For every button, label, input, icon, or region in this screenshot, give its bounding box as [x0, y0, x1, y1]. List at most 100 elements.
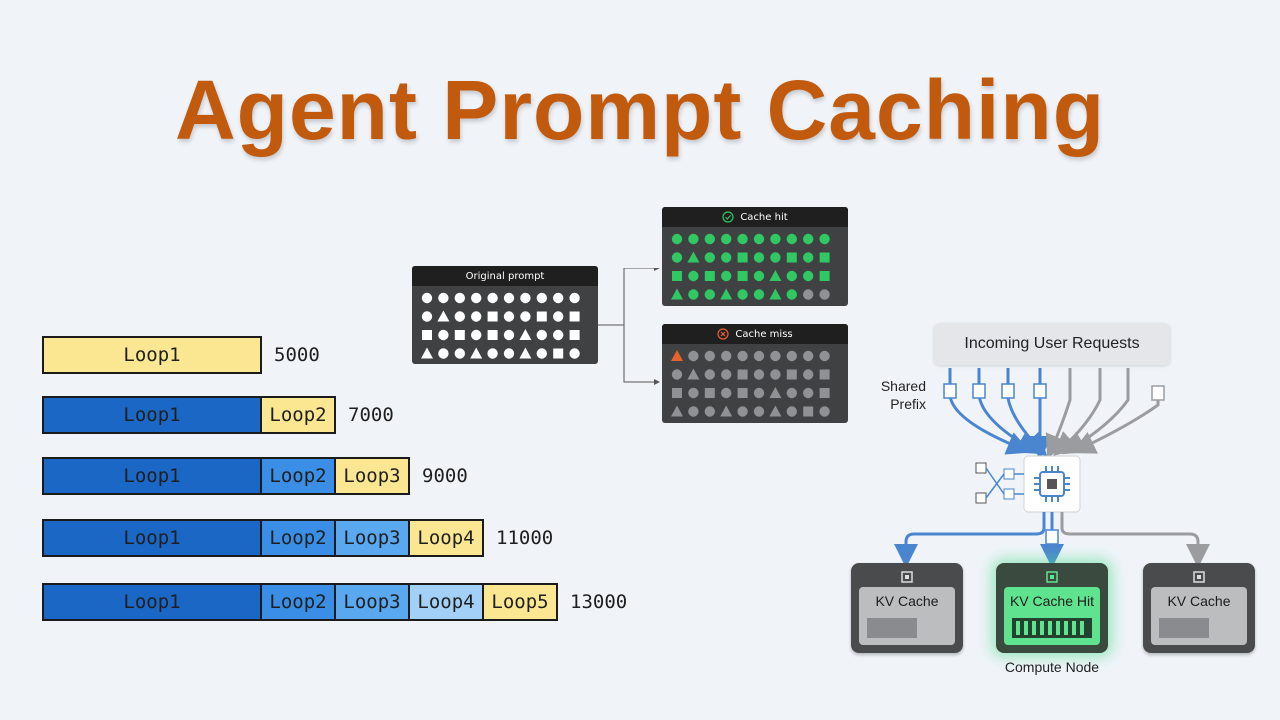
token-circle	[803, 369, 814, 380]
token-circle	[737, 233, 748, 245]
token-circle	[536, 292, 547, 304]
token-circle	[503, 292, 515, 304]
token-square	[704, 271, 715, 281]
token-square	[819, 369, 830, 380]
cache-miss-panel: Cache miss	[662, 324, 848, 423]
token-triangle	[671, 350, 683, 361]
route-arrow	[894, 512, 1046, 568]
token-triangle	[720, 288, 733, 300]
token-circle	[520, 311, 531, 322]
token-circle	[688, 233, 699, 245]
document-icon	[943, 383, 1165, 401]
token-circle	[688, 387, 699, 399]
token-circle	[803, 387, 814, 399]
token-circle	[786, 270, 797, 282]
document-icon	[1045, 529, 1059, 545]
token-triangle	[720, 405, 733, 417]
loop-segment: Loop1	[42, 457, 262, 495]
token-square	[786, 369, 797, 380]
original-prompt-panel: Original prompt	[412, 266, 598, 364]
token-circle	[438, 329, 449, 341]
kv-cache-panel: KV Cache	[1151, 587, 1247, 645]
token-square	[704, 388, 715, 398]
token-circle	[770, 252, 781, 263]
token-circle	[786, 233, 797, 245]
loop-segment: Loop3	[334, 457, 410, 495]
token-square	[672, 388, 682, 398]
token-square	[672, 271, 682, 281]
token-circle	[770, 369, 781, 380]
token-circle	[471, 329, 482, 341]
token-square	[737, 271, 748, 281]
token-circle	[503, 329, 515, 341]
loop-token-total: 11000	[496, 527, 554, 549]
token-circle	[753, 233, 765, 245]
token-square	[819, 271, 830, 281]
token-circle	[721, 233, 732, 245]
shared-prefix-label: Shared Prefix	[880, 378, 926, 412]
loop-segment: Loop1	[42, 519, 262, 557]
token-shape-grid	[671, 350, 830, 417]
token-circle	[704, 252, 715, 263]
request-arrow	[1071, 400, 1160, 454]
loop-segment: Loop3	[334, 583, 410, 621]
token-circle	[438, 292, 449, 304]
token-circle	[704, 233, 715, 245]
loop-segment: Loop2	[260, 519, 336, 557]
token-circle	[721, 350, 732, 362]
kv-cache-bar	[867, 618, 917, 638]
original-prompt-title: Original prompt	[465, 270, 545, 282]
prompt-branch-connector	[598, 268, 660, 385]
kv-cache-hit-bar	[1012, 618, 1092, 638]
compute-node-label: Compute Node	[1004, 659, 1100, 675]
token-circle	[487, 348, 498, 359]
token-circle	[671, 369, 683, 380]
token-square	[454, 330, 465, 340]
request-arrow	[1045, 368, 1072, 460]
token-circle	[704, 406, 715, 417]
token-square	[786, 252, 797, 263]
token-circle	[753, 406, 765, 417]
incoming-requests-box: Incoming User Requests	[934, 323, 1170, 365]
loop-segment: Loop5	[482, 583, 558, 621]
kv-cache-bar	[1159, 618, 1209, 638]
token-circle	[753, 289, 765, 300]
kv-cache-node: KV Cache	[851, 563, 963, 653]
check-circle-icon	[722, 211, 734, 223]
token-circle	[721, 270, 732, 282]
token-triangle	[671, 288, 683, 300]
kv-cache-hit-label: KV Cache Hit	[1009, 593, 1095, 609]
original-prompt-header: Original prompt	[412, 266, 598, 286]
token-triangle	[671, 405, 683, 417]
token-triangle	[421, 347, 433, 359]
token-circle	[421, 292, 433, 304]
token-circle	[704, 350, 715, 362]
cache-hit-header: Cache hit	[662, 207, 848, 227]
token-square	[487, 311, 498, 322]
token-circle	[421, 311, 433, 322]
token-square	[487, 330, 498, 340]
token-circle	[553, 329, 564, 341]
chip-icon	[1046, 571, 1058, 583]
token-circle	[688, 350, 699, 362]
token-circle	[819, 350, 830, 362]
token-square	[553, 348, 564, 359]
route-arrow	[1060, 512, 1210, 568]
token-square	[803, 406, 814, 417]
token-square	[569, 330, 580, 340]
loop-token-total: 7000	[348, 404, 394, 426]
loop-segment: Loop4	[408, 583, 484, 621]
token-circle	[569, 348, 580, 359]
token-circle	[454, 348, 465, 359]
side-routing-icon	[975, 462, 1024, 504]
loop-token-total: 9000	[422, 465, 468, 487]
token-square	[422, 330, 432, 340]
token-square	[536, 311, 547, 322]
token-circle	[786, 387, 797, 399]
page-title: Agent Prompt Caching	[174, 63, 1105, 157]
token-shape-grid	[421, 292, 580, 359]
token-triangle	[769, 405, 782, 417]
token-triangle	[437, 310, 450, 322]
token-triangle	[769, 387, 782, 398]
